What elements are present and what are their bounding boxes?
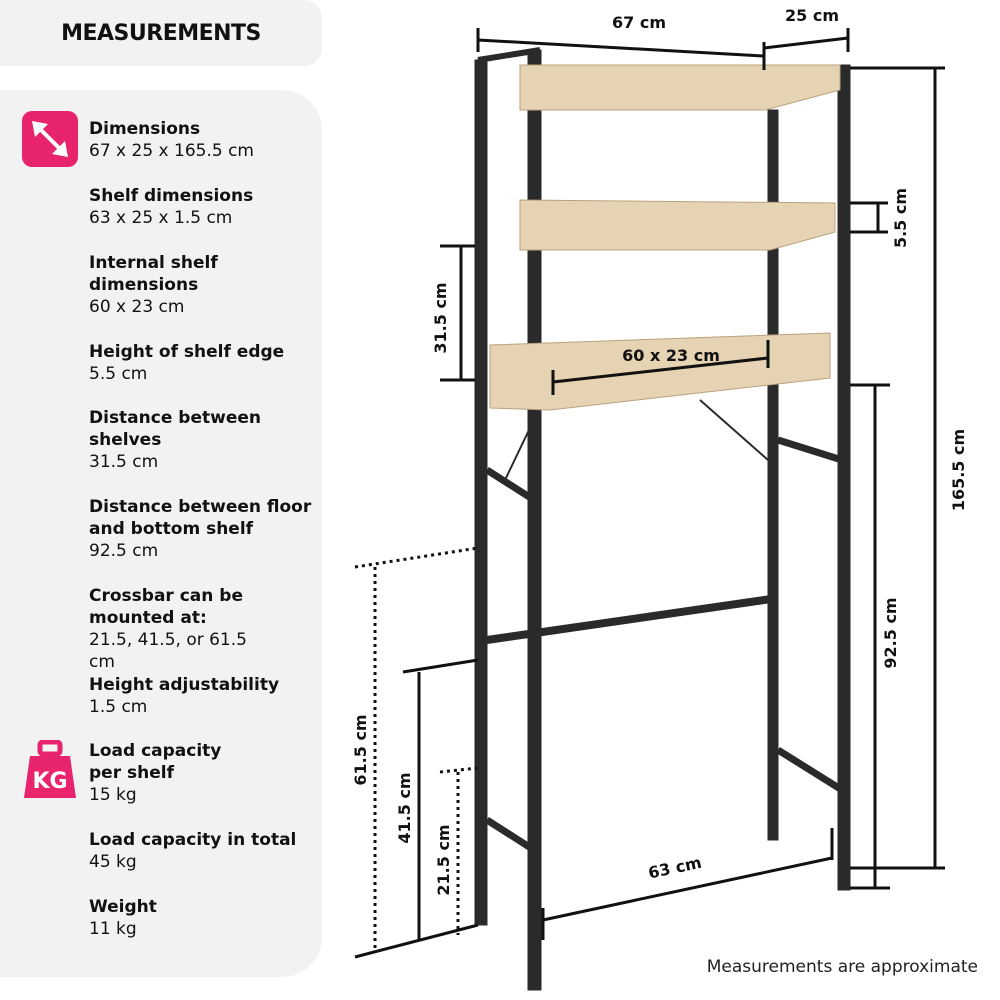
dim-edge-label: 5.5 cm	[891, 188, 910, 248]
dim-width-label: 67 cm	[612, 13, 666, 32]
spec-crossbar: Crossbar can be mounted at:21.5, 41.5, o…	[89, 586, 247, 672]
dim-crossbar-41-label: 41.5 cm	[395, 772, 414, 843]
approximate-note: Measurements are approximate	[706, 957, 978, 977]
dim-depth-label: 25 cm	[785, 6, 839, 25]
spec-panel	[0, 90, 322, 977]
dim-floor-shelf-label: 92.5 cm	[881, 597, 900, 668]
dim-internal-label: 60 x 23 cm	[622, 346, 720, 365]
dim-crossbar-21-label: 21.5 cm	[434, 824, 453, 895]
spec-dimensions: Dimensions 67 x 25 x 165.5 cm	[89, 119, 254, 161]
dim-crossbar-61-label: 61.5 cm	[351, 714, 370, 785]
shelf-frame	[474, 47, 851, 991]
dim-total-height-label: 165.5 cm	[949, 429, 968, 511]
resize-arrow-icon	[22, 111, 78, 167]
dim-between-label: 31.5 cm	[431, 282, 450, 353]
svg-text:KG: KG	[32, 769, 67, 794]
weight-kg-icon: KG	[22, 739, 78, 798]
dimension-lines	[354, 28, 945, 959]
dim-bottom-width-label: 63 cm	[646, 853, 703, 883]
header-title: MEASUREMENTS	[0, 0, 322, 66]
